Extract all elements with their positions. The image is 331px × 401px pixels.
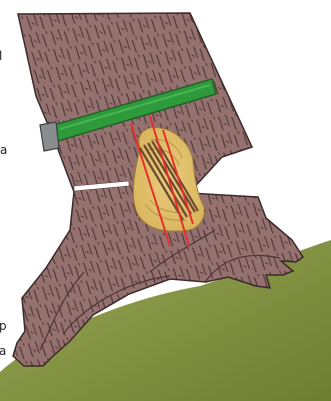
clipped-text-fragment: l xyxy=(0,50,2,62)
strap-buckle xyxy=(40,122,59,151)
clipped-text-fragment: p xyxy=(0,320,7,332)
clipped-text-fragment: a xyxy=(0,144,7,156)
clipped-text-fragment: a xyxy=(0,345,6,357)
